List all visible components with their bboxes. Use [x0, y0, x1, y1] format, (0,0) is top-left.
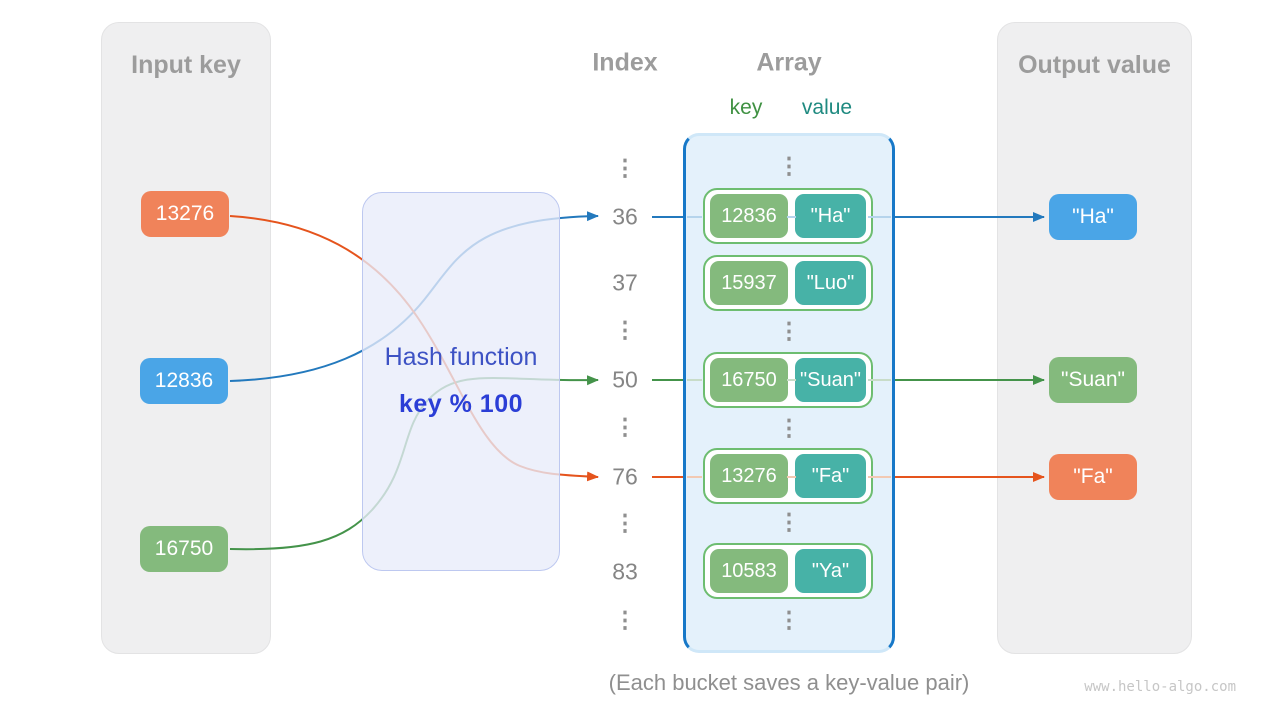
index-ellipsis: ⋮	[613, 509, 637, 536]
bucket-key: 10583	[710, 549, 788, 593]
index-37: 37	[612, 269, 638, 296]
index-76: 76	[612, 463, 638, 490]
index-ellipsis: ⋮	[613, 413, 637, 440]
output-value-fa: "Fa"	[1049, 454, 1137, 500]
index-ellipsis: ⋮	[613, 154, 637, 181]
bucket-value: "Ha"	[795, 194, 866, 238]
index-50: 50	[612, 366, 638, 393]
index-ellipsis: ⋮	[613, 606, 637, 633]
output-panel-title: Output value	[1018, 51, 1171, 79]
bucket-key: 16750	[710, 358, 788, 402]
bucket-row: 13276 "Fa"	[703, 448, 873, 504]
bucket-key: 13276	[710, 454, 788, 498]
bucket-value: "Ya"	[795, 549, 866, 593]
bucket-key: 15937	[710, 261, 788, 305]
hash-function-box: Hash function key % 100	[362, 192, 560, 571]
hash-function-title: Hash function	[384, 343, 538, 371]
hash-function-formula: key % 100	[398, 390, 524, 418]
index-ellipsis: ⋮	[613, 316, 637, 343]
bucket-value: "Suan"	[795, 358, 866, 402]
output-value-ha: "Ha"	[1049, 194, 1137, 240]
bucket-value: "Luo"	[795, 261, 866, 305]
input-panel-title: Input key	[131, 51, 241, 79]
array-ellipsis: ⋮	[777, 508, 801, 535]
output-value-suan: "Suan"	[1049, 357, 1137, 403]
bucket-row: 10583 "Ya"	[703, 543, 873, 599]
array-value-label: value	[801, 96, 853, 119]
bucket-value: "Fa"	[795, 454, 866, 498]
array-ellipsis: ⋮	[777, 606, 801, 633]
array-container: ⋮ 12836 "Ha" 15937 "Luo" ⋮ 16750 "Suan" …	[683, 133, 895, 653]
array-ellipsis: ⋮	[777, 317, 801, 344]
index-83: 83	[612, 558, 638, 585]
bucket-key: 12836	[710, 194, 788, 238]
output-value-panel: Output value	[997, 22, 1192, 654]
index-36: 36	[612, 203, 638, 230]
array-ellipsis: ⋮	[777, 414, 801, 441]
bucket-row: 15937 "Luo"	[703, 255, 873, 311]
index-column-title: Index	[592, 48, 658, 77]
array-column-title: Array	[756, 48, 822, 77]
array-key-label: key	[729, 96, 763, 119]
input-key-12836: 12836	[140, 358, 228, 404]
array-ellipsis: ⋮	[777, 152, 801, 179]
watermark: www.hello-algo.com	[1084, 679, 1236, 695]
input-key-13276: 13276	[141, 191, 229, 237]
bucket-row: 16750 "Suan"	[703, 352, 873, 408]
diagram-caption: (Each bucket saves a key-value pair)	[608, 670, 970, 695]
input-key-16750: 16750	[140, 526, 228, 572]
bucket-row: 12836 "Ha"	[703, 188, 873, 244]
